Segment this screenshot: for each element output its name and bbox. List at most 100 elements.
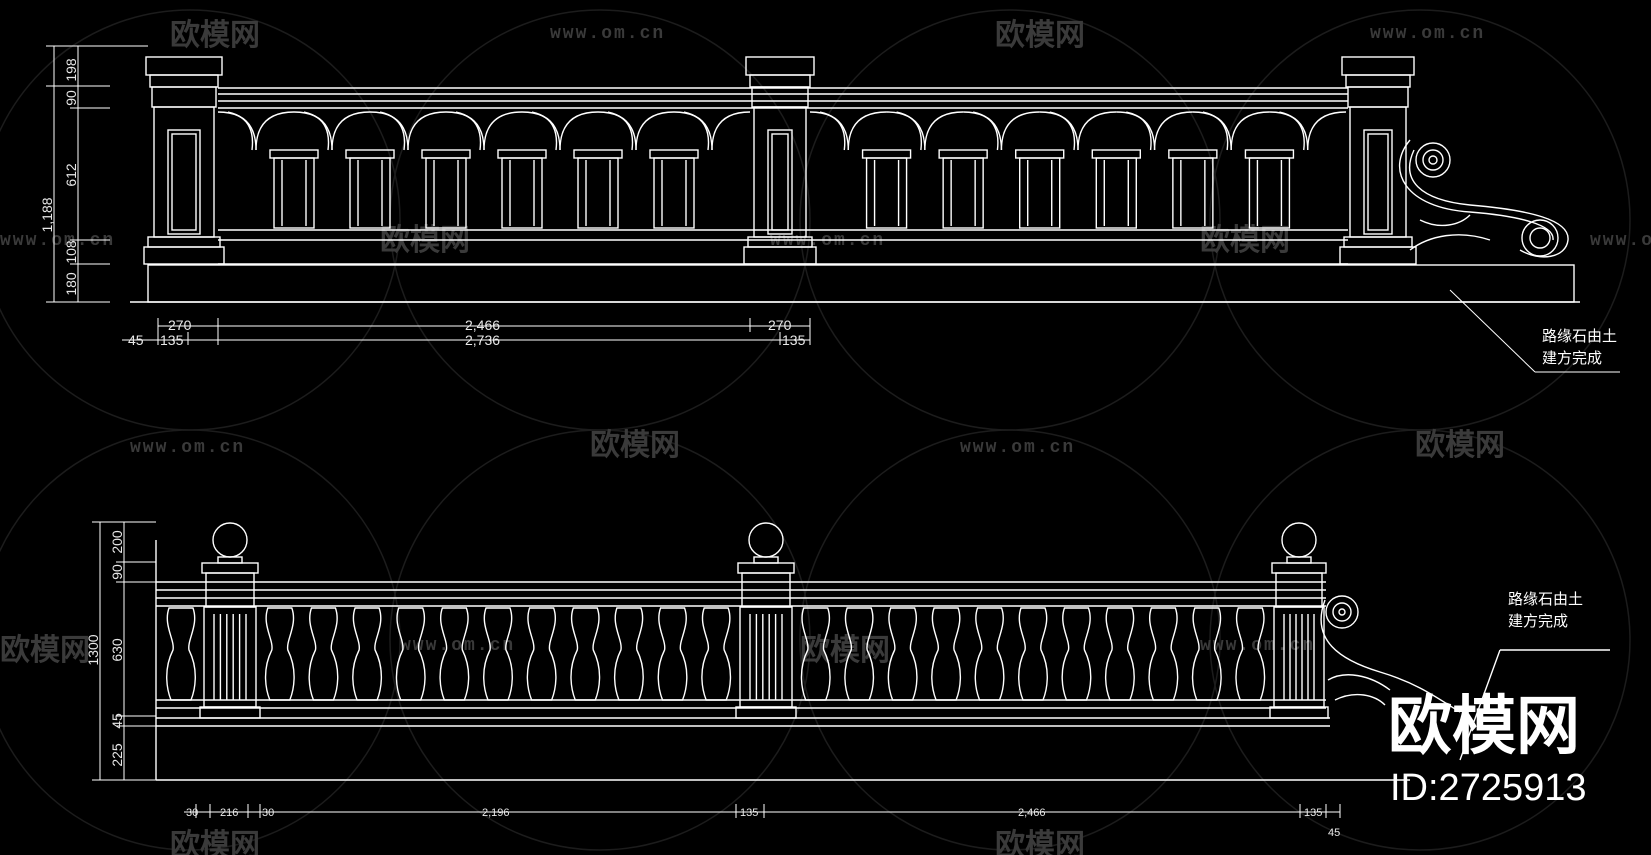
dim-270-left: 270 [168, 317, 192, 333]
dim-2466: 2,466 [1018, 807, 1046, 819]
top-post-panel [167, 129, 201, 235]
top-arch-right [407, 111, 447, 151]
top-column-shaft [349, 157, 391, 229]
top-post-neck [1345, 74, 1411, 88]
top-column-shaft [865, 157, 908, 229]
bottom-post-base [1269, 706, 1329, 719]
bottom-dimension-labels: 200 90 1300 630 45 225 30 216 30 2,196 1… [85, 530, 1583, 839]
dim-30-b: 30 [262, 807, 274, 819]
watermark-url: www.om.cn [770, 231, 885, 251]
bottom-post-shaft [739, 606, 793, 708]
top-dimensions [46, 45, 1620, 373]
watermark-brand: 欧模网 [590, 428, 680, 463]
bottom-post-neck [753, 556, 779, 564]
top-arch-inner [896, 111, 923, 151]
dim-1300: 1300 [85, 634, 101, 665]
dim-135-b: 135 [1304, 807, 1322, 819]
bottom-balusters [166, 607, 1266, 701]
bottom-baluster [1148, 607, 1179, 701]
bottom-baluster [483, 607, 513, 701]
bottom-baluster [439, 607, 470, 701]
bottom-baluster [1235, 607, 1266, 701]
bottom-post-finial [212, 522, 248, 558]
top-posts [143, 56, 1417, 265]
dim-612: 612 [63, 163, 79, 187]
top-column-shaft [653, 157, 695, 229]
top-arch-right [1307, 111, 1347, 151]
watermark-texts: 欧模网 欧模网 www.om.cn www.om.cn 欧模网 欧模网 www.… [0, 18, 1651, 855]
top-column-shaft [425, 157, 467, 229]
top-arch-right [1000, 111, 1040, 151]
top-post-collar [151, 86, 217, 108]
top-column-shaft [501, 157, 543, 229]
top-arch-inner [531, 111, 558, 151]
bottom-baluster [887, 607, 918, 701]
bottom-baluster [701, 607, 732, 701]
bottom-post-shaft [203, 606, 257, 708]
top-column-capital [497, 149, 547, 159]
bottom-baluster [613, 607, 644, 701]
top-post-cap [745, 56, 815, 76]
bottom-post-finial [1281, 522, 1317, 558]
top-column-shaft [1019, 157, 1061, 229]
dim-135-a: 135 [740, 807, 758, 819]
bottom-baluster [166, 607, 196, 701]
watermark-brand: 欧模网 [995, 18, 1085, 53]
top-column-capital [269, 149, 319, 159]
dim-135-right: 135 [782, 332, 806, 348]
dim-216: 216 [220, 807, 238, 819]
top-note-line1: 路缘石由土 [1542, 327, 1617, 345]
bottom-baluster [1191, 607, 1222, 701]
top-base-plinth [147, 264, 1575, 303]
top-arch-right [559, 111, 599, 151]
dim-135-left: 135 [160, 332, 184, 348]
bottom-post-neck [1286, 556, 1312, 564]
watermark-url: www.om.cn [1200, 636, 1315, 656]
dim-30-a: 30 [186, 807, 198, 819]
top-post-base [147, 236, 221, 248]
top-post-panel [767, 129, 793, 235]
top-post-collar [1347, 86, 1409, 108]
top-column-capital [938, 149, 988, 159]
bottom-baluster [1061, 607, 1092, 701]
bottom-note-line2: 建方完成 [1508, 612, 1568, 630]
bottom-post-cap [737, 562, 795, 574]
top-post-panel-inner [1367, 133, 1389, 231]
bottom-baluster [395, 607, 426, 701]
bottom-post-cap [1271, 562, 1327, 574]
top-arch-inner [819, 111, 846, 151]
top-post-plinth [743, 246, 817, 265]
top-column-shaft [942, 157, 984, 229]
watermark-url: www.om.cn [130, 438, 245, 458]
dim-198: 198 [63, 58, 79, 82]
top-post-shaft [153, 106, 215, 238]
bottom-post-base [199, 706, 261, 719]
bottom-baluster [264, 607, 295, 701]
top-arch-inner [1279, 111, 1305, 151]
dim-45: 45 [128, 332, 144, 348]
bottom-baluster [526, 607, 557, 701]
bottom-railing-elevation [155, 522, 1610, 781]
bottom-baluster [657, 607, 688, 701]
top-scroll-ornament [1399, 139, 1569, 258]
top-arch-right [924, 111, 964, 151]
bottom-baluster [931, 607, 962, 701]
bottom-post-base [735, 706, 797, 719]
top-post-plinth [1339, 246, 1417, 265]
dim-45-b: 45 [1328, 827, 1340, 839]
top-arch-inner [379, 111, 406, 151]
top-arch-inner [1049, 111, 1076, 151]
bottom-baluster [800, 607, 831, 701]
top-post-panel-inner [771, 133, 789, 231]
top-arch-right [635, 111, 675, 151]
top-arch-inner [1202, 111, 1229, 151]
top-column-shaft [1095, 157, 1137, 229]
bottom-post-shaft [1273, 606, 1325, 708]
top-post-collar [751, 86, 809, 108]
watermark-brand: 欧模网 [170, 828, 260, 855]
top-arch-inner [683, 111, 710, 151]
bottom-baluster [974, 607, 1005, 701]
top-column-shaft [577, 157, 619, 229]
bottom-scroll-ornament [1320, 595, 1461, 713]
bottom-note-line1: 路缘石由土 [1508, 590, 1583, 608]
